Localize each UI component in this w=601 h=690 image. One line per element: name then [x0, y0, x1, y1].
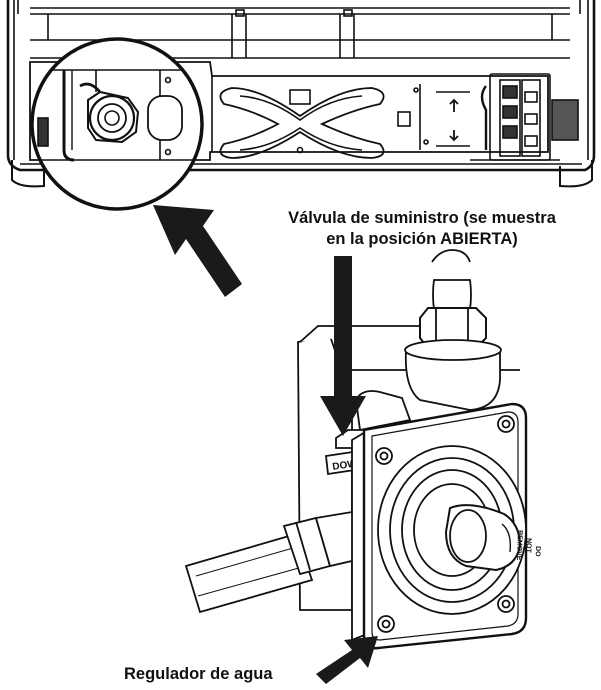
water-regulator-callout: Regulador de agua — [124, 665, 273, 683]
water-regulator-arrow — [316, 636, 378, 684]
circle-pointer-arrow — [153, 205, 242, 297]
do-not-remove-label: DO NOT REMOVE — [515, 530, 541, 561]
highlight-circle — [30, 37, 204, 211]
supply-valve-callout-line1: Válvula de suministro (se muestra — [288, 209, 556, 227]
supply-valve-callout-line2: en la posición ABIERTA) — [326, 230, 518, 248]
do-not-remove-line2: NOT — [524, 538, 532, 554]
do-not-remove-line1: DO — [534, 546, 541, 557]
valve-enlarged-detail: DOWN DO NOT REMOVE — [184, 249, 541, 650]
supply-valve-callout: Válvula de suministro (se muestra en la … — [252, 208, 592, 250]
do-not-remove-line3: REMOVE — [515, 530, 523, 561]
supply-valve-arrow — [320, 256, 366, 436]
